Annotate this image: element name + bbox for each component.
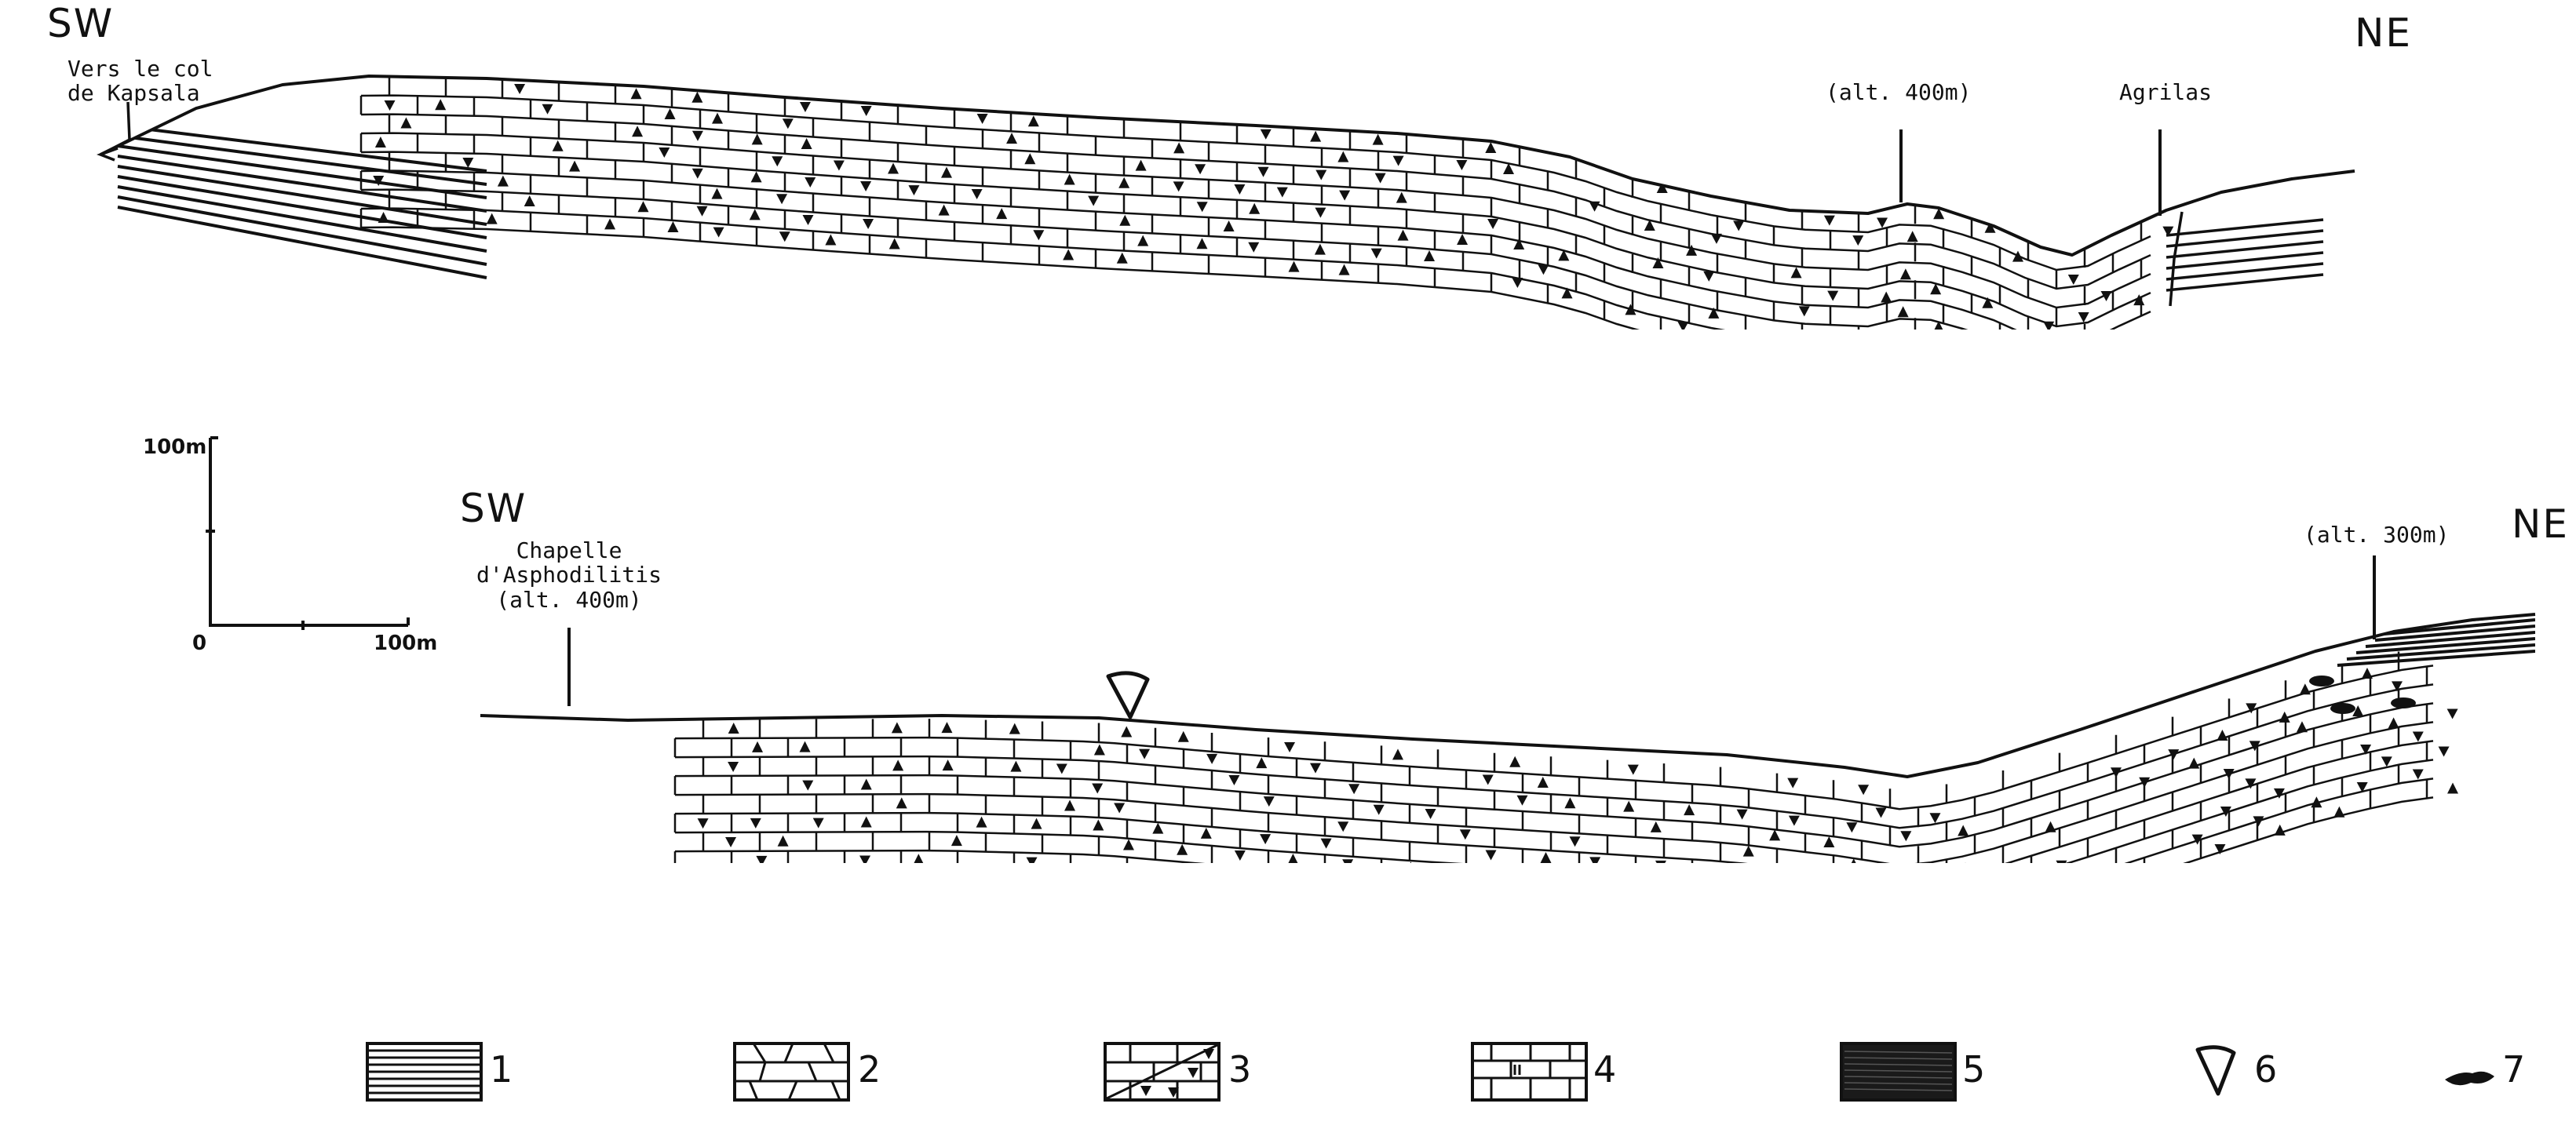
scale-horizontal-label: 100m xyxy=(374,632,438,655)
legend xyxy=(366,1042,2494,1102)
legend-number-2: 2 xyxy=(858,1048,881,1091)
legend-swatch-4 xyxy=(1471,1042,1588,1102)
profile-1-altitude-label: (alt. 400m) xyxy=(1826,79,1972,105)
scale-origin-label: 0 xyxy=(192,632,207,655)
profile-2-leaders xyxy=(567,555,2376,706)
profile-1-kapsala-note: Vers le col de Kapsala xyxy=(68,56,213,107)
legend-swatch-1 xyxy=(366,1042,483,1102)
scale-vertical-label: 100m xyxy=(143,435,207,459)
profile-1-sw-label: SW xyxy=(47,1,115,46)
profile-2-strata xyxy=(673,614,2535,863)
legend-nodule-icon xyxy=(2445,1071,2494,1086)
profile-1-strata xyxy=(117,76,2324,330)
legend-number-4: 4 xyxy=(1593,1048,1617,1091)
legend-number-5: 5 xyxy=(1962,1048,1986,1091)
legend-number-1: 1 xyxy=(490,1048,513,1091)
profile-1-ne-label: NE xyxy=(2355,10,2412,56)
profile-1-leaders xyxy=(97,101,2162,216)
legend-swatch-3 xyxy=(1104,1042,1220,1102)
profile-2-altitude-label: (alt. 300m) xyxy=(2304,522,2450,548)
legend-number-6: 6 xyxy=(2254,1048,2278,1091)
legend-cone-icon xyxy=(2195,1045,2236,1096)
legend-swatch-2 xyxy=(733,1042,850,1102)
profile-1-agrilas-label: Agrilas xyxy=(2119,79,2213,105)
profile-2 xyxy=(480,555,2536,863)
profile-2-sw-label: SW xyxy=(460,486,527,531)
profile-2-chapel-label: Chapelle d'Asphodilitis (alt. 400m) xyxy=(476,537,662,613)
cone-icon xyxy=(1106,671,1150,719)
legend-number-3: 3 xyxy=(1228,1048,1252,1091)
profile-2-ne-label: NE xyxy=(2512,501,2569,547)
profile-1-topography xyxy=(100,75,2355,257)
profile-1 xyxy=(97,75,2355,330)
legend-swatch-5 xyxy=(1840,1042,1957,1102)
scale-bar xyxy=(206,436,410,630)
profile-2-topography xyxy=(480,613,2536,778)
legend-number-7: 7 xyxy=(2502,1048,2526,1091)
